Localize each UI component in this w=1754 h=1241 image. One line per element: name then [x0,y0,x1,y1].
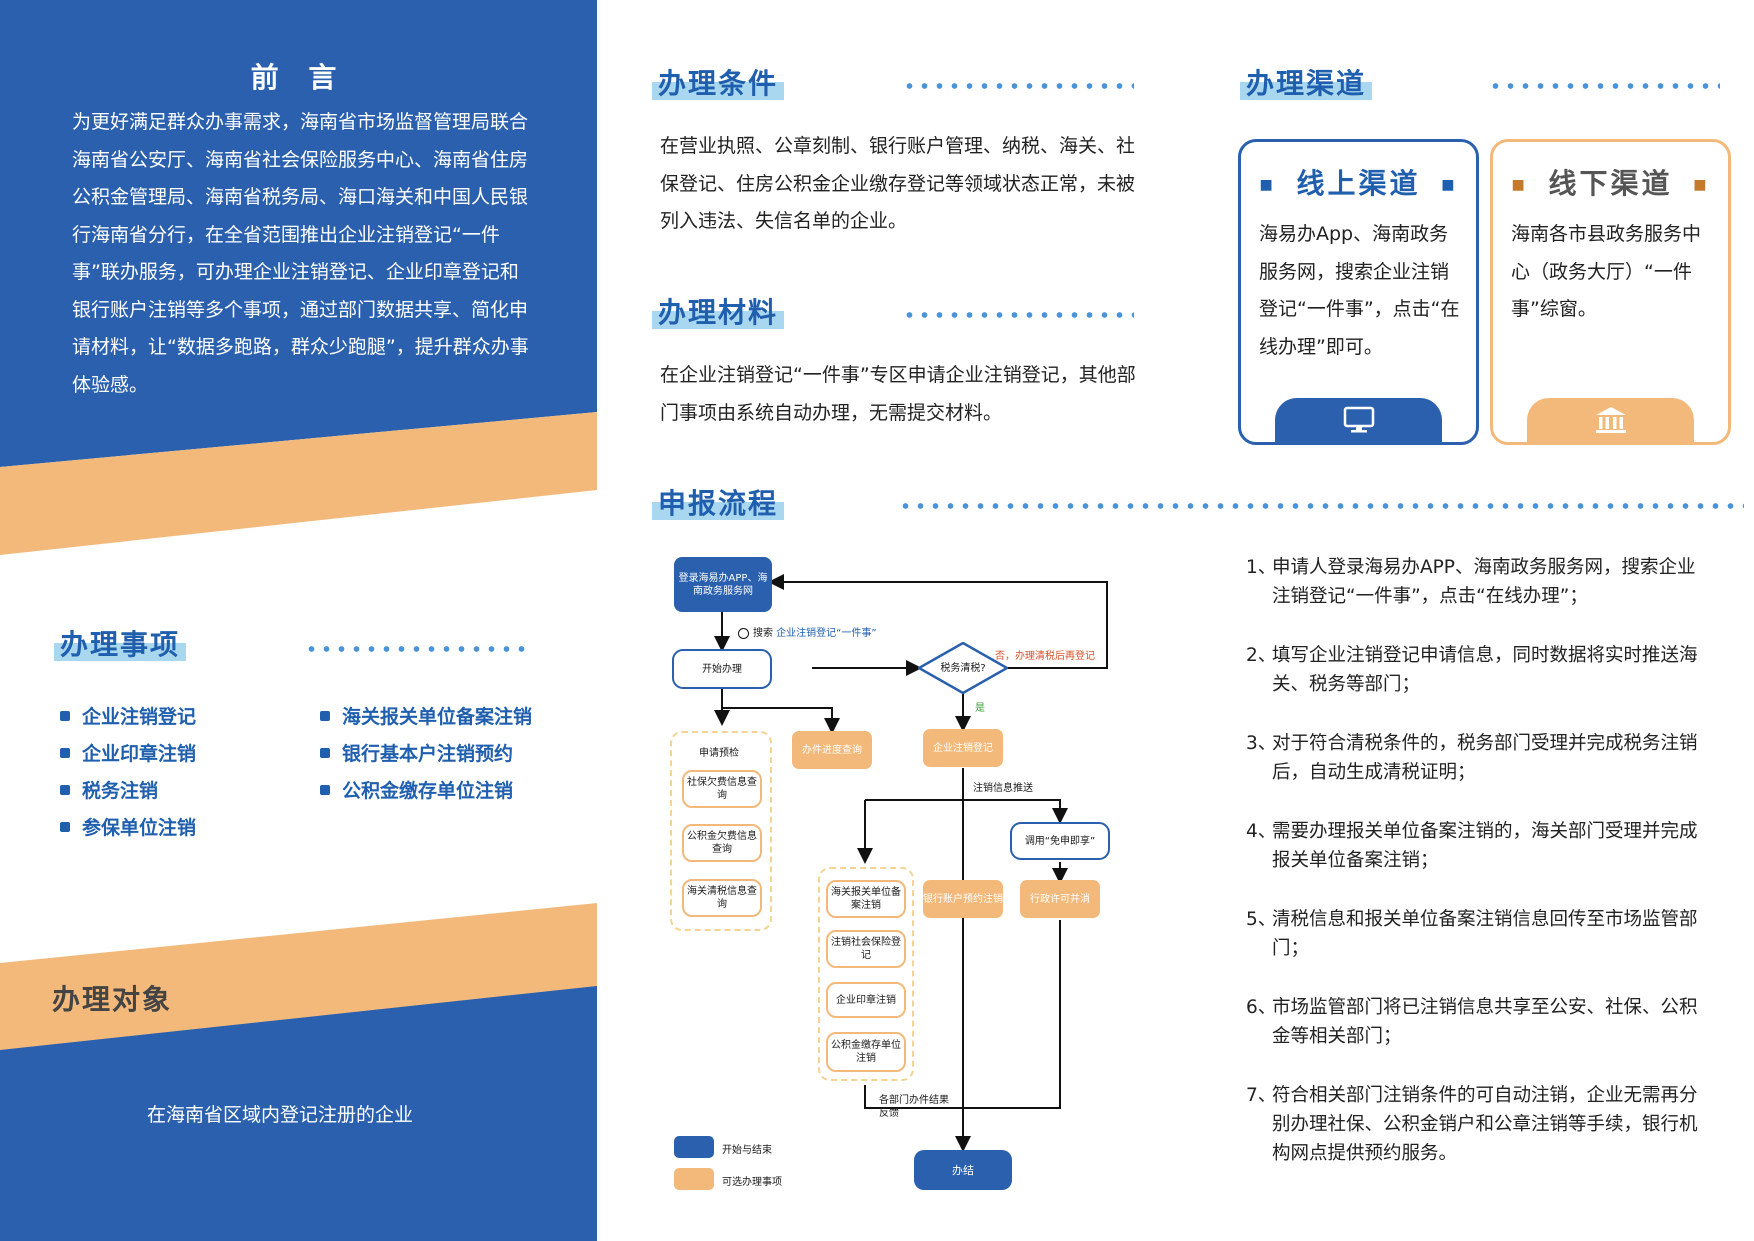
flow-node-register: 企业注销登记 [923,729,1003,767]
step-item: 6、市场监管部门将已注销信息共享至公安、社保、公积金等相关部门； [1246,997,1698,1047]
matters-header: 办理事项 [54,623,187,663]
search-icon [738,627,749,639]
flow-label-precheck: 申请预检 [699,748,739,759]
materials-body: 在企业注销登记“一件事”专区申请企业注销登记，其他部门事项由系统自动办理，无需提… [660,364,1136,424]
decision-diamond [918,642,1008,694]
process-header: 申报流程 [652,482,785,522]
flow-node-done: 办结 [914,1150,1012,1190]
matters-dots [304,646,530,652]
monitor-icon [1343,406,1374,433]
conditions-title: 办理条件 [652,67,785,100]
left-panel-background [0,0,597,1241]
step-item: 5、清税信息和报关单位备案注销信息回传至市场监管部门； [1246,909,1698,959]
conditions-dots [902,83,1134,89]
bullet-icon [60,710,70,721]
step-item: 2、填写企业注销登记申请信息，同时数据将实时推送海关、税务等部门； [1246,645,1698,695]
bullet-icon [60,784,70,795]
materials-dots [902,312,1134,318]
offline-channel-body: 海南各市县政务服务中心（政务大厅）“一件事”综窗。 [1511,223,1702,320]
step-item: 7、符合相关部门注销条件的可自动注销，企业无需再分别办理社保、公积金销户和公章注… [1246,1085,1698,1164]
offline-channel-title: ■ 线下渠道 ■ [1511,167,1710,200]
legend-start-label: 开始与结束 [722,1145,772,1156]
legend-swatch-optional [674,1168,714,1190]
bullet-icon [60,747,70,758]
channels-dots [1488,83,1720,89]
preface-title: 前 言 [250,61,347,94]
conditions-body: 在营业执照、公章刻制、银行账户管理、纳税、海关、社保登记、住房公积金企业缴存登记… [660,135,1136,232]
left-panel: 前 言 为更好满足群众办事需求，海南省市场监督管理局联合海南省公安厅、海南省社会… [0,0,597,1241]
channels-header: 办理渠道 [1240,62,1373,102]
legend-swatch-start [674,1136,714,1158]
flow-node-progress: 办件进度查询 [792,731,872,769]
matter-item: 参保单位注销 [60,808,196,845]
matters-col2: 海关报关单位备案注销 银行基本户注销预约 公积金缴存单位注销 [320,697,532,808]
flow-node-pre2: 公积金欠费信息查询 [682,824,762,862]
step-item: 3、对于符合清税条件的，税务部门受理并完成税务注销后，自动生成清税证明； [1246,733,1698,783]
conditions-header: 办理条件 [652,62,785,102]
target-body: 在海南省区域内登记注册的企业 [146,1104,413,1126]
flow-node-login: 登录海易办APP、海南政务服务网 [674,557,772,612]
matter-item: 税务注销 [60,771,196,808]
flow-node-tax-check: 税务清税? [918,642,1008,694]
optional-group [818,867,914,1081]
flow-label-search: 搜索 企业注销登记“一件事” [738,624,877,639]
flow-node-bank: 银行账户预约注销 [923,880,1003,918]
flow-label-yes: 是 [975,703,985,714]
offline-channel-card: ■ 线下渠道 ■ 海南各市县政务服务中心（政务大厅）“一件事”综窗。 [1490,139,1731,445]
legend-optional-label: 可选办理事项 [722,1177,782,1188]
bullet-icon [320,747,330,758]
materials-title: 办理材料 [652,296,785,329]
precheck-group [670,731,772,931]
preface-body: 为更好满足群众办事需求，海南省市场监督管理局联合海南省公安厅、海南省社会保险服务… [72,111,529,396]
channels-title: 办理渠道 [1240,67,1373,100]
flow-node-license: 行政许可并消 [1020,880,1100,918]
matter-item: 公积金缴存单位注销 [320,771,532,808]
flow-node-pre3: 海关清税信息查询 [682,879,762,917]
matter-item: 海关报关单位备案注销 [320,697,532,734]
materials-header: 办理材料 [652,291,785,331]
process-dots [898,503,1744,509]
matters-col1: 企业注销登记 企业印章注销 税务注销 参保单位注销 [60,697,196,845]
flow-label-no: 否，办理清税后再登记 [995,651,1095,662]
flow-node-opt4: 公积金缴存单位注销 [826,1032,906,1072]
matter-item: 企业印章注销 [60,734,196,771]
online-channel-title: ■ 线上渠道 ■ [1259,167,1458,200]
flow-label-feedback: 各部门办件结果反馈 [879,1095,949,1119]
flow-label-push: 注销信息推送 [973,783,1033,794]
bullet-icon [60,821,70,832]
process-title: 申报流程 [652,487,785,520]
bullet-icon [320,784,330,795]
process-steps: 1、申请人登录海易办APP、海南政务服务网，搜索企业注销登记“一件事”，点击“在… [1246,553,1708,1198]
online-channel-body: 海易办App、海南政务服务网，搜索企业注销登记“一件事”，点击“在线办理”即可。 [1259,223,1460,358]
flow-node-pre1: 社保欠费信息查询 [682,770,762,808]
flow-node-opt3: 企业印章注销 [826,982,906,1018]
online-channel-tab [1275,398,1442,442]
online-channel-card: ■ 线上渠道 ■ 海易办App、海南政务服务网，搜索企业注销登记“一件事”，点击… [1238,139,1479,445]
flow-node-opt1: 海关报关单位备案注销 [826,880,906,918]
matters-title: 办理事项 [54,628,187,661]
matter-item: 银行基本户注销预约 [320,734,532,771]
flow-node-opt2: 注销社会保险登记 [826,930,906,968]
bullet-icon [320,710,330,721]
matter-item: 企业注销登记 [60,697,196,734]
target-title: 办理对象 [52,983,173,1016]
step-item: 1、申请人登录海易办APP、海南政务服务网，搜索企业注销登记“一件事”，点击“在… [1246,557,1696,607]
flow-node-mianshen: 调用“免申即享” [1010,822,1110,860]
flow-node-start: 开始办理 [672,649,772,689]
step-item: 4、需要办理报关单位备案注销的，海关部门受理并完成报关单位备案注销； [1246,821,1698,871]
building-icon [1595,407,1626,433]
offline-channel-tab [1527,398,1694,442]
